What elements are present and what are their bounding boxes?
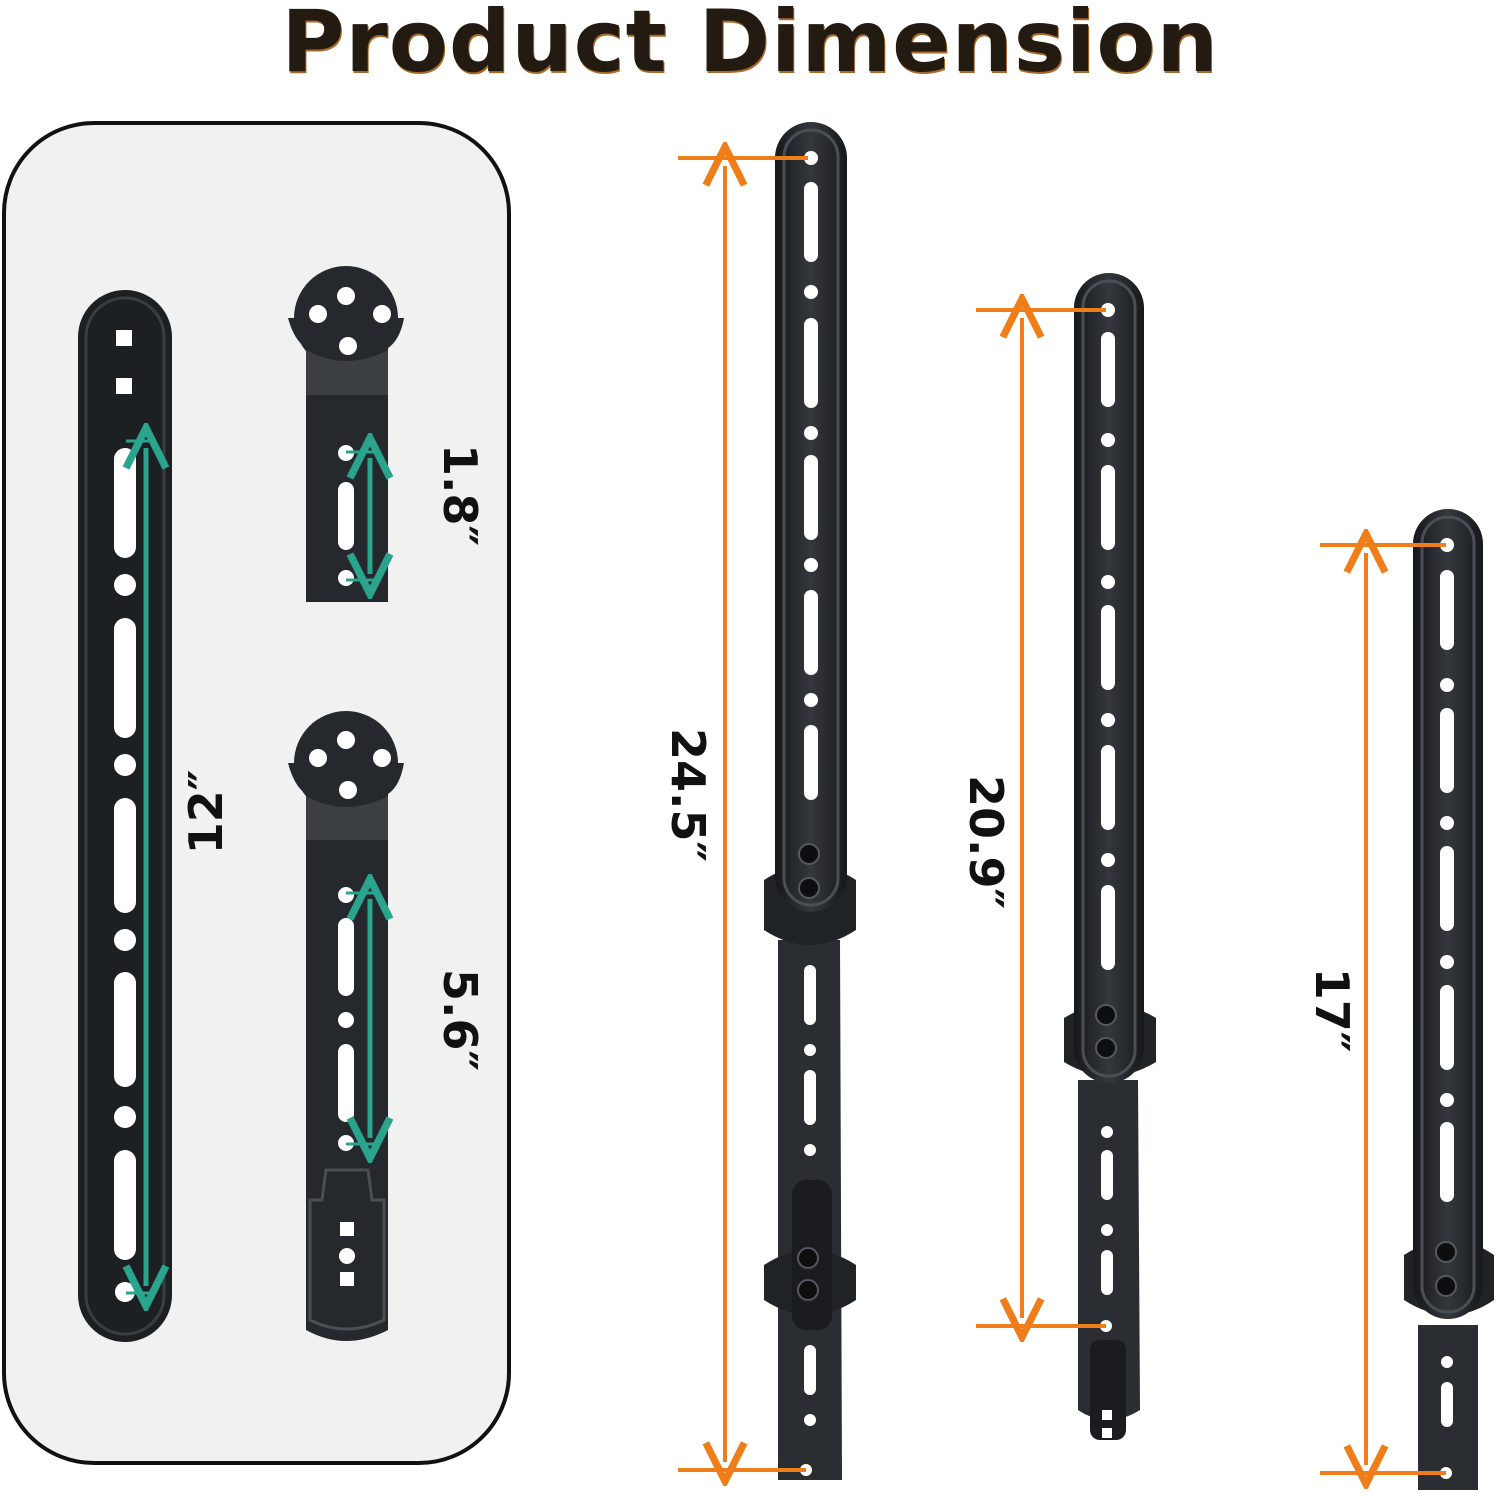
assembly-20-9: 20.9″ — [959, 273, 1156, 1440]
assembly-20-9-dimension-label: 20.9″ — [959, 775, 1013, 909]
assembly-17-dimension-label: 17″ — [1305, 968, 1359, 1053]
long-bracket: 5.6″ — [288, 711, 487, 1341]
short-bracket-dimension-label: 1.8″ — [433, 444, 487, 546]
parts-panel: 12″ 1.8″ — [2, 121, 511, 1465]
assembly-24-5: 24.5″ — [661, 122, 856, 1480]
assembly-17: 17″ — [1305, 509, 1494, 1490]
long-bracket-dimension-label: 5.6″ — [433, 969, 487, 1071]
assembly-24-5-dimension-label: 24.5″ — [661, 728, 715, 862]
short-bracket: 1.8″ — [288, 266, 487, 602]
long-bar-dimension-label: 12″ — [179, 770, 233, 855]
page-title: Product Dimension — [281, 0, 1219, 92]
long-bar: 12″ — [78, 290, 233, 1342]
